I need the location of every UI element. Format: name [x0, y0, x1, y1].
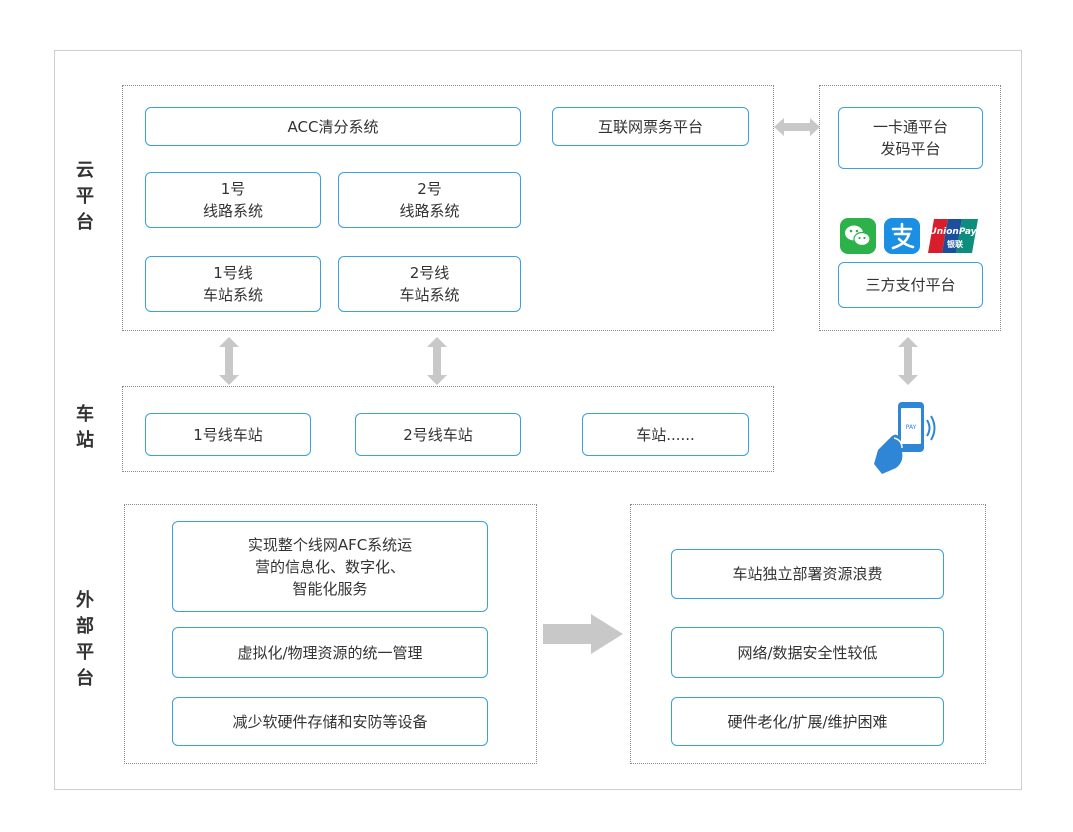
migration-arrow — [543, 614, 623, 654]
station-region — [122, 386, 774, 472]
current-problems-region — [630, 504, 986, 764]
line2-station-box: 2号线车站 — [355, 413, 521, 456]
unionpay-icon: UnionPay 银联 — [928, 219, 978, 253]
benefit-digitalization-box: 实现整个线网AFC系统运 营的信息化、数字化、 智能化服务 — [172, 521, 488, 612]
wechat-pay-icon — [840, 218, 876, 254]
third-party-region — [819, 85, 1001, 331]
line2-updown-arrow — [427, 337, 447, 385]
line2-station-system-box: 2号线 车站系统 — [338, 256, 521, 312]
external-platform-label: 外 部 平 台 — [76, 590, 94, 689]
line1-station-system-box: 1号线 车站系统 — [145, 256, 321, 312]
external-benefits-region — [124, 504, 537, 764]
diagram-frame — [54, 50, 1022, 790]
other-station-box: 车站...... — [582, 413, 749, 456]
benefit-reduce-devices-box: 减少软硬件存储和安防等设备 — [172, 697, 488, 746]
problem-resource-waste-box: 车站独立部署资源浪费 — [671, 549, 944, 599]
line1-station-box: 1号线车站 — [145, 413, 311, 456]
payment-updown-arrow — [898, 337, 918, 385]
line1-system-box: 1号 线路系统 — [145, 172, 321, 228]
cloud-platform-label: 云 平 台 — [76, 160, 94, 233]
alipay-icon — [884, 218, 920, 254]
unionpay-logo-text: UnionPay — [929, 227, 977, 237]
mobile-payment-icon: PAY — [874, 402, 936, 474]
unionpay-logo-cn: 银联 — [946, 239, 963, 249]
pay-text: PAY — [906, 424, 917, 431]
acc-clearing-system-box: ACC清分系统 — [145, 107, 521, 146]
third-party-payment-box: 三方支付平台 — [838, 262, 983, 308]
line2-system-box: 2号 线路系统 — [338, 172, 521, 228]
internet-ticketing-platform-box: 互联网票务平台 — [552, 107, 749, 146]
cloud-platform-region — [122, 85, 774, 331]
card-platform-box: 一卡通平台 发码平台 — [838, 107, 983, 169]
station-label: 车 站 — [76, 404, 94, 451]
problem-hardware-aging-box: 硬件老化/扩展/维护困难 — [671, 697, 944, 746]
cloud-card-double-arrow — [774, 118, 820, 136]
problem-security-box: 网络/数据安全性较低 — [671, 627, 944, 678]
benefit-unified-management-box: 虚拟化/物理资源的统一管理 — [172, 627, 488, 678]
line1-updown-arrow — [219, 337, 239, 385]
